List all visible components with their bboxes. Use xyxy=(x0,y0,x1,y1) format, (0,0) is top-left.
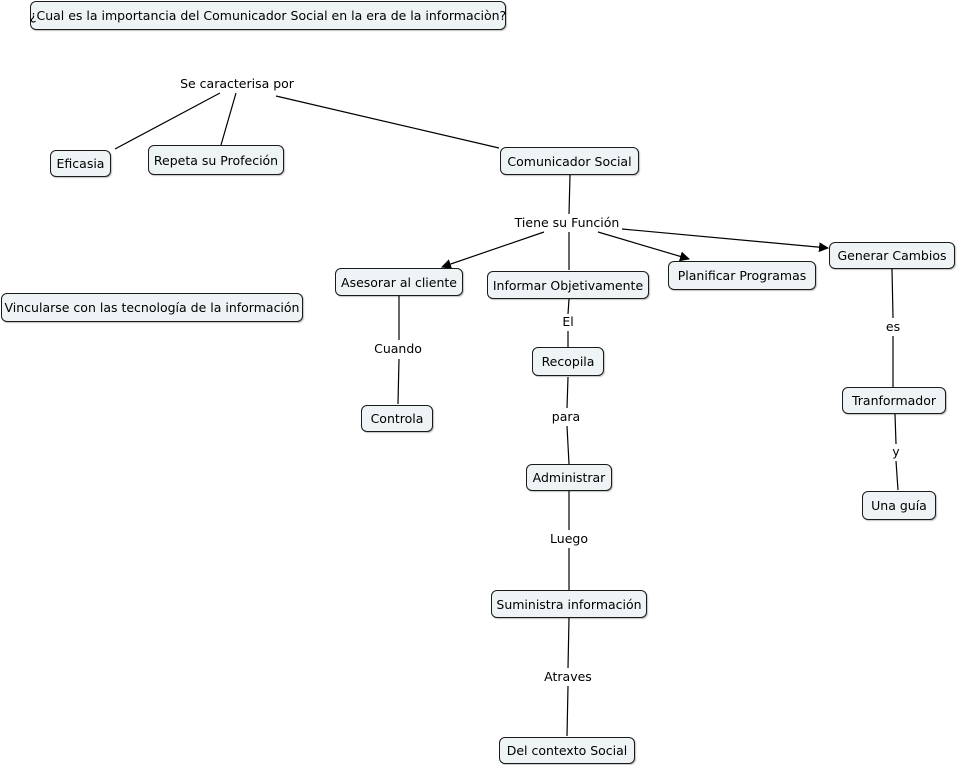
contexto-node[interactable]: Del contexto Social xyxy=(499,737,635,764)
link-funcion-to-planificar xyxy=(597,231,690,262)
label-para: para xyxy=(549,409,583,425)
label-es: es xyxy=(883,319,903,335)
link-label-to-repeta xyxy=(220,92,237,146)
link-atraves-to-contexto xyxy=(566,685,569,737)
link-y-to-guia xyxy=(895,460,899,491)
vincularse-node[interactable]: Vincularse con las tecnología de la info… xyxy=(1,293,303,322)
link-label-to-eficasia xyxy=(114,92,221,150)
link-cuando-to-controla xyxy=(397,358,400,405)
controla-node[interactable]: Controla xyxy=(361,405,433,432)
label-tiene-funcion: Tiene su Función xyxy=(512,215,622,231)
link-suministra-to-atraves xyxy=(567,617,570,669)
label-cuando: Cuando xyxy=(372,341,424,357)
comunicador-node[interactable]: Comunicador Social xyxy=(500,147,639,175)
label-y: y xyxy=(890,444,902,460)
label-luego: Luego xyxy=(548,531,590,547)
link-label-to-comunicador xyxy=(275,95,500,149)
repeta-node[interactable]: Repeta su Profeción xyxy=(148,145,284,175)
link-tranformador-to-y xyxy=(894,413,897,445)
suministra-node[interactable]: Suministra información xyxy=(491,590,647,618)
administrar-node[interactable]: Administrar xyxy=(526,464,612,491)
informar-node[interactable]: Informar Objetivamente xyxy=(487,271,649,299)
label-el: El xyxy=(560,314,576,330)
link-informar-to-el xyxy=(567,298,570,315)
planificar-node[interactable]: Planificar Programas xyxy=(668,261,816,290)
eficasia-node[interactable]: Eficasia xyxy=(50,150,111,177)
guia-node[interactable]: Una guía xyxy=(862,491,936,520)
link-para-to-administrar xyxy=(566,425,570,465)
question-node[interactable]: ¿Cual es la importancia del Comunicador … xyxy=(30,1,506,30)
label-se-caracterisa: Se caracterisa por xyxy=(178,76,296,92)
link-funcion-to-generar xyxy=(621,228,829,253)
label-atraves: Atraves xyxy=(542,669,594,685)
tranformador-node[interactable]: Tranformador xyxy=(842,387,946,414)
link-generar-to-es xyxy=(891,268,894,319)
link-funcion-to-asesorar xyxy=(441,231,545,269)
recopila-node[interactable]: Recopila xyxy=(532,347,604,376)
link-comunicador-to-funcion xyxy=(568,174,571,215)
generar-node[interactable]: Generar Cambios xyxy=(829,242,955,269)
asesorar-node[interactable]: Asesorar al cliente xyxy=(335,268,463,296)
link-recopila-to-para xyxy=(566,376,569,409)
